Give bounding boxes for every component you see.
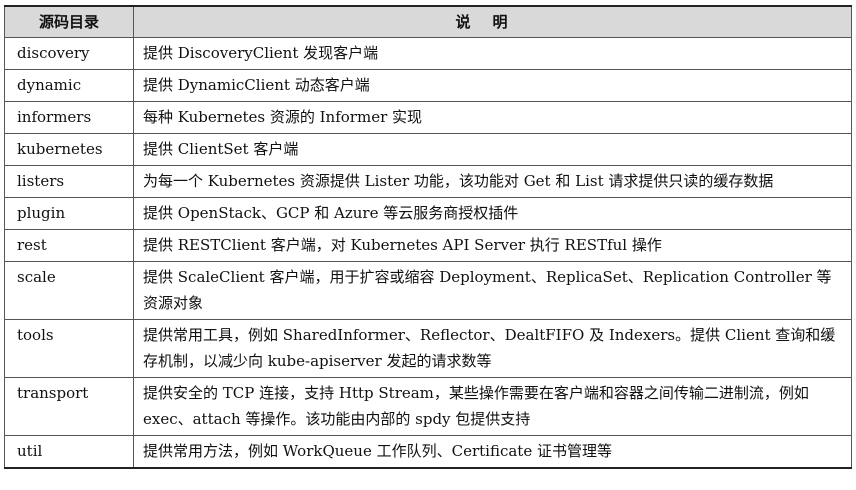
row-directory-cell: listers: [4, 165, 134, 198]
row-description-cell: 提供 RESTClient 客户端，对 Kubernetes API Serve…: [133, 229, 852, 262]
row-description-cell: 提供 ClientSet 客户端: [133, 133, 852, 166]
table-header-row: 源码目录 说明: [4, 5, 852, 38]
row-description-cell: 每种 Kubernetes 资源的 Informer 实现: [133, 101, 852, 134]
table-row: transport 提供安全的 TCP 连接，支持 Http Stream，某些…: [4, 377, 852, 436]
table-row: informers 每种 Kubernetes 资源的 Informer 实现: [4, 101, 852, 134]
row-directory-cell: util: [4, 435, 134, 469]
source-directory-table: 源码目录 说明 discovery 提供 DiscoveryClient 发现客…: [4, 5, 852, 469]
row-description-cell: 提供 ScaleClient 客户端，用于扩容或缩容 Deployment、Re…: [133, 261, 852, 320]
table-row: dynamic 提供 DynamicClient 动态客户端: [4, 69, 852, 102]
table-row: kubernetes 提供 ClientSet 客户端: [4, 133, 852, 166]
header-description: 说明: [133, 5, 852, 38]
source-directory-table-container: 源码目录 说明 discovery 提供 DiscoveryClient 发现客…: [4, 5, 852, 469]
table-row: listers 为每一个 Kubernetes 资源提供 Lister 功能，该…: [4, 165, 852, 198]
row-directory-cell: dynamic: [4, 69, 134, 102]
table-row: util 提供常用方法，例如 WorkQueue 工作队列、Certificat…: [4, 435, 852, 469]
row-directory-cell: plugin: [4, 197, 134, 230]
table-row: plugin 提供 OpenStack、GCP 和 Azure 等云服务商授权插…: [4, 197, 852, 230]
table-row: tools 提供常用工具，例如 SharedInformer、Reflector…: [4, 319, 852, 378]
row-description-cell: 提供 OpenStack、GCP 和 Azure 等云服务商授权插件: [133, 197, 852, 230]
row-directory-cell: transport: [4, 377, 134, 436]
table-row: rest 提供 RESTClient 客户端，对 Kubernetes API …: [4, 229, 852, 262]
row-description-cell: 提供常用工具，例如 SharedInformer、Reflector、Dealt…: [133, 319, 852, 378]
row-directory-cell: scale: [4, 261, 134, 320]
row-description-cell: 为每一个 Kubernetes 资源提供 Lister 功能，该功能对 Get …: [133, 165, 852, 198]
row-directory-cell: kubernetes: [4, 133, 134, 166]
row-directory-cell: rest: [4, 229, 134, 262]
row-directory-cell: tools: [4, 319, 134, 378]
row-description-cell: 提供 DiscoveryClient 发现客户端: [133, 37, 852, 70]
row-directory-cell: informers: [4, 101, 134, 134]
row-directory-cell: discovery: [4, 37, 134, 70]
table-row: scale 提供 ScaleClient 客户端，用于扩容或缩容 Deploym…: [4, 261, 852, 320]
table-row: discovery 提供 DiscoveryClient 发现客户端: [4, 37, 852, 70]
header-source-directory: 源码目录: [4, 5, 134, 38]
row-description-cell: 提供 DynamicClient 动态客户端: [133, 69, 852, 102]
row-description-cell: 提供安全的 TCP 连接，支持 Http Stream，某些操作需要在客户端和容…: [133, 377, 852, 436]
row-description-cell: 提供常用方法，例如 WorkQueue 工作队列、Certificate 证书管…: [133, 435, 852, 469]
